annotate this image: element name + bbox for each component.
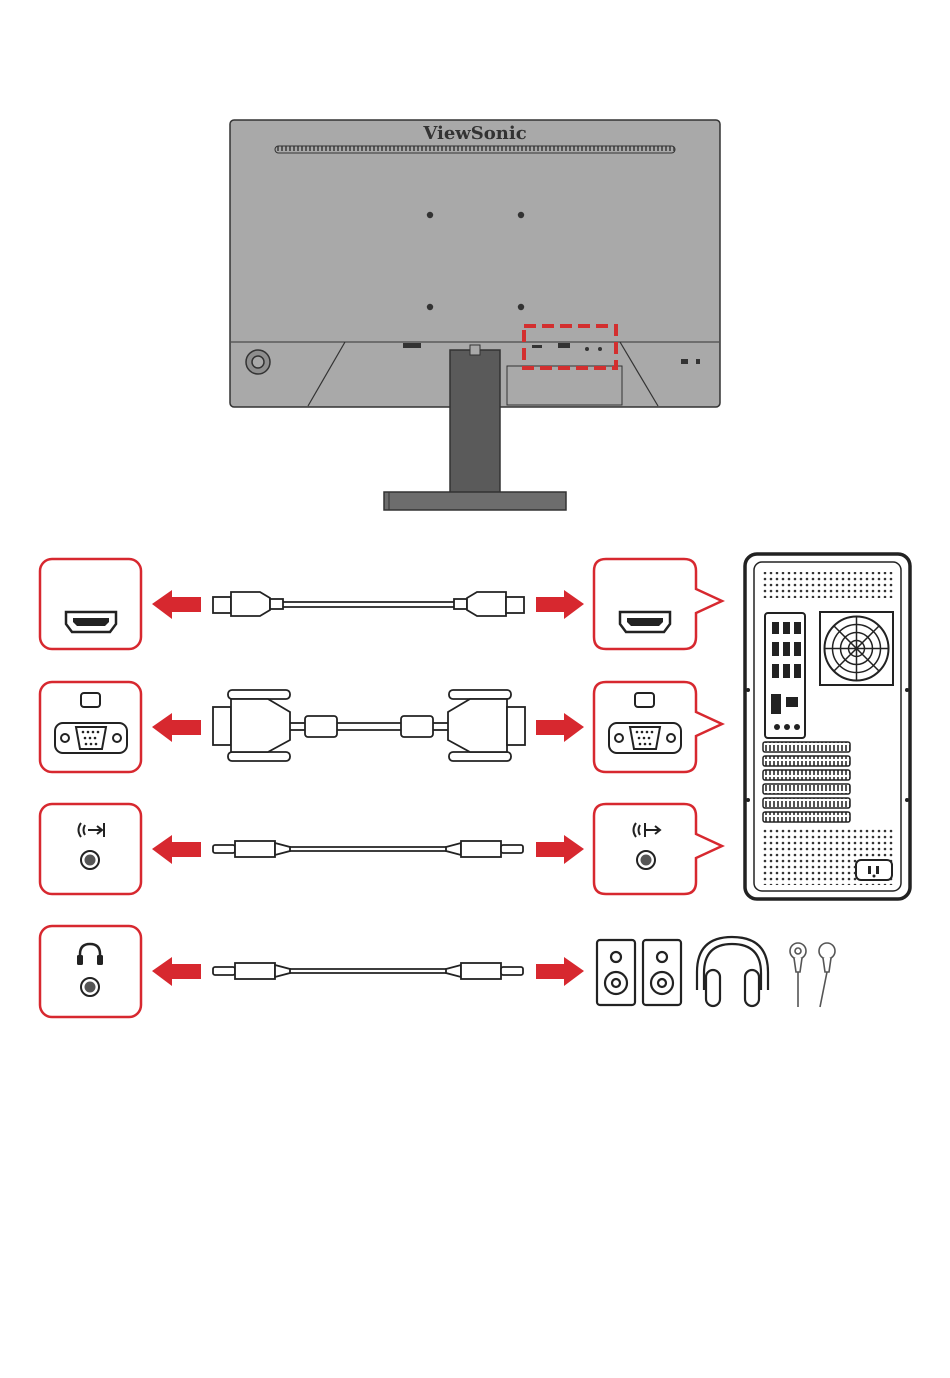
monitor-vent (275, 146, 675, 153)
arrow-right-icon (536, 713, 584, 742)
joystick-button (246, 350, 270, 374)
hdmi-cable (213, 592, 524, 616)
arrow-left-icon (152, 713, 201, 742)
arrow-left-icon (152, 590, 201, 619)
pc-hdmi-port-box (594, 559, 722, 649)
arrow-right-icon (536, 590, 584, 619)
monitor-vga-port-box (40, 682, 141, 772)
vga-cable (213, 690, 525, 761)
monitor-hdmi-port-box (40, 559, 141, 649)
monitor-headphone-port-box (40, 926, 141, 1017)
speaker-icon (643, 940, 681, 1005)
speaker-icon (597, 940, 635, 1005)
headphones-icon (697, 937, 768, 1006)
pc-audio-out-port-box (594, 804, 722, 894)
arrow-left-icon (152, 835, 201, 864)
pc-vga-port-box (594, 682, 722, 772)
hdmi-port-icon (66, 612, 116, 632)
arrow-right-icon (536, 835, 584, 864)
hdmi-port-icon (620, 612, 670, 632)
audio-cable (213, 841, 523, 857)
pc-tower-icon (745, 554, 910, 899)
audio-cable (213, 963, 523, 979)
earphones-icon (790, 943, 835, 1007)
monitor-brand-logo: ViewSonic (422, 123, 526, 144)
arrow-right-icon (536, 957, 584, 986)
arrow-left-icon (152, 957, 201, 986)
monitor-audio-in-port-box (40, 804, 141, 894)
